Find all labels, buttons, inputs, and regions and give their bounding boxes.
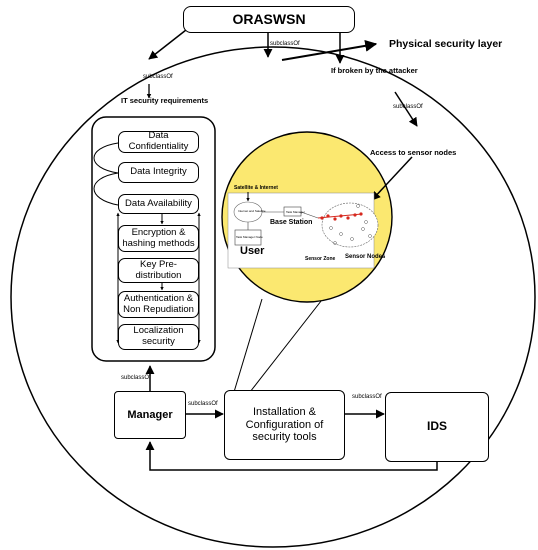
loop-arc-1 — [93, 142, 119, 174]
edge-label-subclass-manager-right: subclassOf — [188, 401, 218, 407]
inset-node-task-manager: Task Manager — [286, 210, 305, 214]
arrow-broken-to-access — [394, 91, 418, 127]
edge-label-subclass-it: subclassOf — [143, 74, 173, 80]
ids-node: IDS — [385, 392, 489, 462]
inset-base-station-label: Base Station — [270, 219, 313, 226]
broken-by-attacker-label: If broken by the attacker — [331, 66, 418, 75]
inset-sensor-nodes-label: Sensor Nodes — [345, 254, 386, 260]
req-key-predistribution: Key Pre-distribution — [118, 258, 199, 283]
edge-label-subclass-access: subclassOf — [393, 104, 423, 110]
edge-label-subclass-manager-up: subclassOf — [121, 375, 151, 381]
inset-satellite-label: Satellite & Internet — [234, 185, 278, 191]
req-authentication: Authentication & Non Repudiation — [118, 291, 199, 318]
ontology-boundary-ellipse — [10, 46, 536, 548]
access-sensor-nodes-label: Access to sensor nodes — [370, 148, 457, 157]
arrow-root-to-it — [148, 29, 187, 60]
req-data-confidentiality: Data Confidentiality — [118, 130, 199, 153]
inset-node-task-manager-node: Task Manager Node — [236, 235, 263, 239]
sensor-network-illustration — [227, 192, 379, 269]
physical-security-layer-label: Physical security layer — [389, 38, 503, 50]
req-data-integrity: Data Integrity — [118, 162, 199, 183]
loop-arc-2 — [93, 172, 119, 206]
manager-node: Manager — [114, 391, 186, 439]
inset-user-label: User — [240, 245, 265, 257]
zoom-line-left — [233, 298, 263, 393]
req-data-availability: Data Availability — [118, 194, 199, 214]
req-localization-security: Localization security — [118, 324, 199, 350]
installation-node: Installation & Configuration of security… — [224, 390, 345, 460]
edge-label-subclass-root: subclassOf — [270, 41, 300, 47]
inset-sensor-zone-label: Sensor Zone — [305, 256, 336, 262]
arrow-ids-to-manager — [145, 441, 438, 471]
inset-node-internet: Internet and Satellite — [238, 209, 266, 213]
edge-label-subclass-ids: subclassOf — [352, 394, 382, 400]
it-security-requirements-label: IT security requirements — [121, 96, 209, 105]
arrow-physical-layer — [281, 39, 378, 61]
zoom-line-right — [249, 286, 333, 393]
req-encryption-hashing: Encryption & hashing methods — [118, 225, 199, 252]
arrow-access-to-nodes — [371, 156, 413, 201]
root-node-oraswsn: ORASWSN — [183, 6, 355, 33]
